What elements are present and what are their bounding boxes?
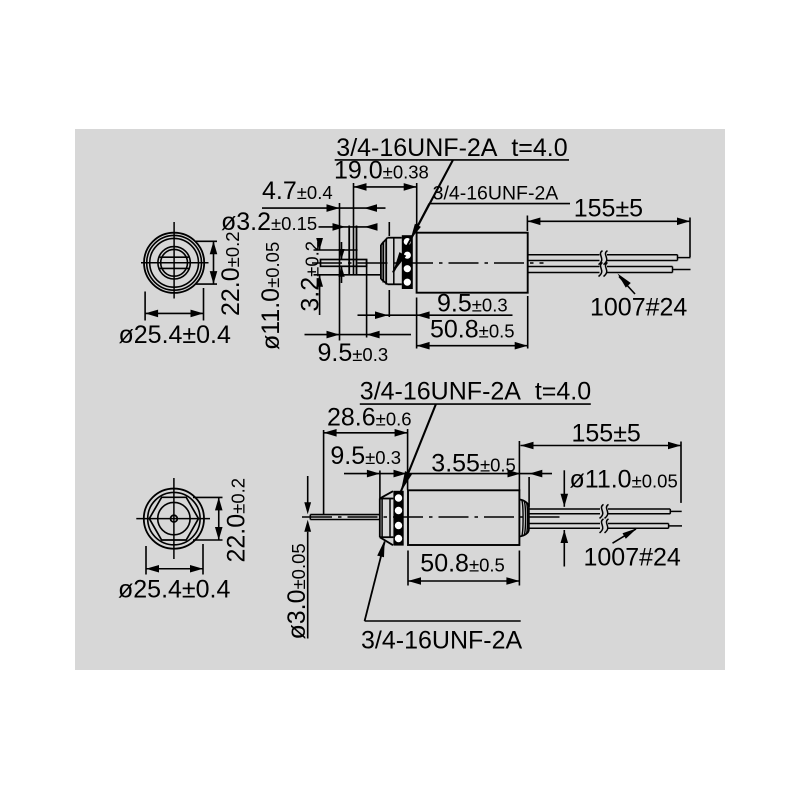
svg-text:28.6±0.6: 28.6±0.6 — [327, 404, 412, 432]
svg-text:1007#24: 1007#24 — [590, 294, 687, 322]
svg-text:4.7±0.4: 4.7±0.4 — [262, 177, 333, 205]
svg-text:ø11.0±0.05: ø11.0±0.05 — [257, 242, 285, 350]
svg-text:9.5±0.3: 9.5±0.3 — [437, 290, 508, 318]
svg-text:22.0±0.2: 22.0±0.2 — [217, 231, 245, 316]
svg-text:3.2±0.2: 3.2±0.2 — [297, 241, 325, 312]
svg-text:155±5: 155±5 — [572, 420, 641, 448]
svg-text:22.0±0.2: 22.0±0.2 — [223, 478, 251, 563]
svg-text:50.8±0.5: 50.8±0.5 — [420, 550, 505, 578]
svg-text:3.55±0.5: 3.55±0.5 — [431, 450, 516, 478]
svg-text:19.0±0.38: 19.0±0.38 — [334, 156, 429, 184]
svg-text:9.5±0.3: 9.5±0.3 — [318, 339, 389, 367]
svg-text:ø3.2±0.15: ø3.2±0.15 — [221, 208, 317, 236]
svg-text:50.8±0.5: 50.8±0.5 — [430, 316, 515, 344]
svg-text:9.5±0.3: 9.5±0.3 — [330, 442, 401, 470]
svg-text:ø11.0±0.05: ø11.0±0.05 — [570, 466, 678, 494]
svg-text:155±5: 155±5 — [574, 195, 643, 223]
svg-text:1007#24: 1007#24 — [584, 544, 681, 572]
svg-text:ø3.0±0.05: ø3.0±0.05 — [283, 543, 311, 639]
svg-text:ø25.4±0.4: ø25.4±0.4 — [118, 576, 230, 604]
svg-text:3/4-16UNF-2A t=4.0: 3/4-16UNF-2A t=4.0 — [360, 378, 591, 406]
svg-text:ø25.4±0.4: ø25.4±0.4 — [119, 321, 231, 349]
svg-text:3/4-16UNF-2A: 3/4-16UNF-2A — [433, 182, 559, 204]
svg-text:3/4-16UNF-2A: 3/4-16UNF-2A — [361, 627, 522, 655]
svg-text:3/4-16UNF-2A t=4.0: 3/4-16UNF-2A t=4.0 — [336, 134, 567, 162]
